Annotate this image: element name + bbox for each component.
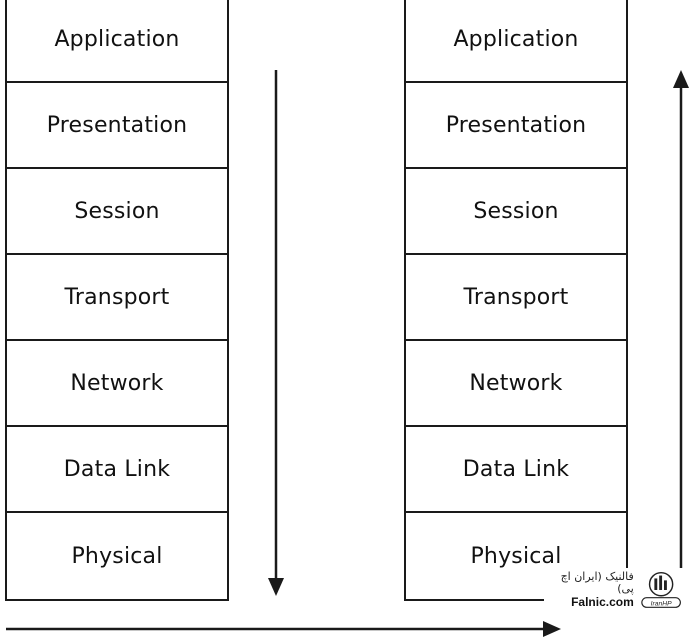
layer-network: Network (406, 341, 626, 427)
watermark-persian-text: فالنیک (ایران اچ پی) (560, 570, 634, 596)
svg-text:IranHP: IranHP (650, 600, 671, 607)
layer-transport: Transport (7, 255, 227, 341)
watermark: فالنیک (ایران اچ پی) Falnic.com IranHP (544, 568, 684, 612)
receiver-osi-stack: Application Presentation Session Transpo… (404, 0, 628, 601)
layer-network: Network (7, 341, 227, 427)
layer-transport: Transport (406, 255, 626, 341)
layer-data-link: Data Link (7, 427, 227, 513)
arrow-right-icon (6, 621, 561, 637)
watermark-logo-icon: IranHP (641, 571, 681, 608)
watermark-domain: Falnic.com (571, 594, 634, 609)
arrow-up-icon (673, 70, 689, 596)
layer-physical: Physical (470, 543, 562, 569)
layer-physical: Physical (71, 543, 163, 569)
arrow-down-icon (268, 70, 284, 596)
sender-osi-stack: Application Presentation Session Transpo… (5, 0, 229, 601)
layer-data-link: Data Link (406, 427, 626, 513)
layer-session: Session (406, 169, 626, 255)
layer-session: Session (7, 169, 227, 255)
layer-application: Application (7, 0, 227, 83)
layer-presentation: Presentation (7, 83, 227, 169)
layer-presentation: Presentation (406, 83, 626, 169)
layer-application: Application (406, 0, 626, 83)
